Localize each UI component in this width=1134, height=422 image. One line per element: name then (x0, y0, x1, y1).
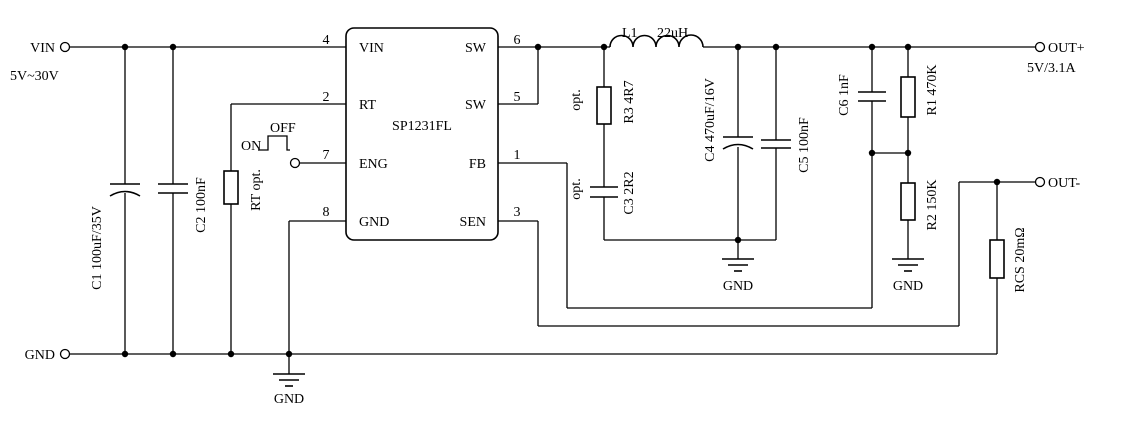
ground-label-input: GND (274, 392, 304, 407)
c1-label: C1 100uF/35V (90, 206, 105, 290)
vin-label: VIN (30, 41, 55, 56)
l1-value-label: 22uH (657, 26, 688, 41)
pin-label-sw2: SW (465, 98, 487, 113)
capacitor-c1 (109, 183, 141, 197)
gnd-terminal (59, 348, 71, 360)
switch-on-label: ON (241, 139, 261, 154)
c4-label: C4 470uF/16V (703, 78, 718, 162)
c3-label: C3 2R2 (622, 171, 637, 214)
pin-number-6: 6 (514, 33, 521, 48)
inductor-l1 (609, 34, 704, 48)
rcs-label: RCS 20mΩ (1013, 227, 1028, 292)
pin-number-3: 3 (514, 205, 521, 220)
ground-label-divider: GND (893, 279, 923, 294)
capacitor-c2 (158, 183, 188, 194)
junction-dots (121, 43, 1001, 358)
resistor-rcs (989, 239, 1005, 279)
resistor-r2 (900, 182, 916, 221)
pin-number-4: 4 (323, 33, 330, 48)
out-neg-terminal (1034, 176, 1046, 188)
out-neg-label: OUT- (1048, 176, 1080, 191)
pin-number-5: 5 (514, 90, 521, 105)
pin-label-fb: FB (469, 157, 486, 172)
resistor-r1 (900, 76, 916, 118)
ground-symbol-divider (892, 258, 924, 272)
capacitor-c6 (858, 91, 886, 102)
ground-symbol-input (273, 373, 305, 387)
out-spec-label: 5V/3.1A (1027, 61, 1077, 76)
r3-label: R3 4R7 (622, 80, 637, 123)
capacitor-c4 (722, 136, 754, 150)
pin-number-7: 7 (323, 148, 330, 163)
c6-label: C6 1nF (837, 74, 852, 116)
r2-label: R2 150K (925, 180, 940, 231)
wires (69, 46, 1036, 374)
c5-label: C5 100nF (797, 117, 812, 173)
switch-contact (289, 157, 301, 169)
r1-label: R1 470K (925, 65, 940, 116)
ic-name: SP1231FL (392, 119, 452, 134)
rt-label: RT opt. (249, 169, 264, 211)
vin-range-label: 5V~30V (10, 69, 59, 84)
pin-number-1: 1 (514, 148, 521, 163)
pin-label-gnd: GND (359, 215, 389, 230)
c3-opt-label: opt. (569, 178, 584, 199)
l1-ref-label: L1 (622, 26, 638, 41)
capacitor-c3 (590, 186, 618, 198)
gnd-input-label: GND (25, 348, 55, 363)
pin-label-vin: VIN (359, 41, 384, 56)
ic-sp1231fl: SP1231FL VIN RT ENG GND SW SW FB SEN 4 2… (323, 27, 521, 241)
pin-label-sen: SEN (460, 215, 486, 230)
switch-off-label: OFF (270, 121, 296, 136)
vin-terminal (59, 41, 71, 53)
ground-label-output: GND (723, 279, 753, 294)
ground-symbol-output (722, 258, 754, 272)
capacitor-c5 (761, 139, 791, 149)
pin-number-2: 2 (323, 90, 330, 105)
pin-label-eng: ENG (359, 157, 388, 172)
ic-body (345, 27, 499, 241)
pin-label-sw1: SW (465, 41, 487, 56)
pin-number-8: 8 (323, 205, 330, 220)
r3-opt-label: opt. (569, 89, 584, 110)
c2-label: C2 100nF (194, 177, 209, 233)
resistor-r3 (596, 86, 612, 125)
resistor-rt (223, 170, 239, 205)
out-pos-terminal (1034, 41, 1046, 53)
pin-label-rt: RT (359, 98, 376, 113)
out-pos-label: OUT+ (1048, 41, 1085, 56)
